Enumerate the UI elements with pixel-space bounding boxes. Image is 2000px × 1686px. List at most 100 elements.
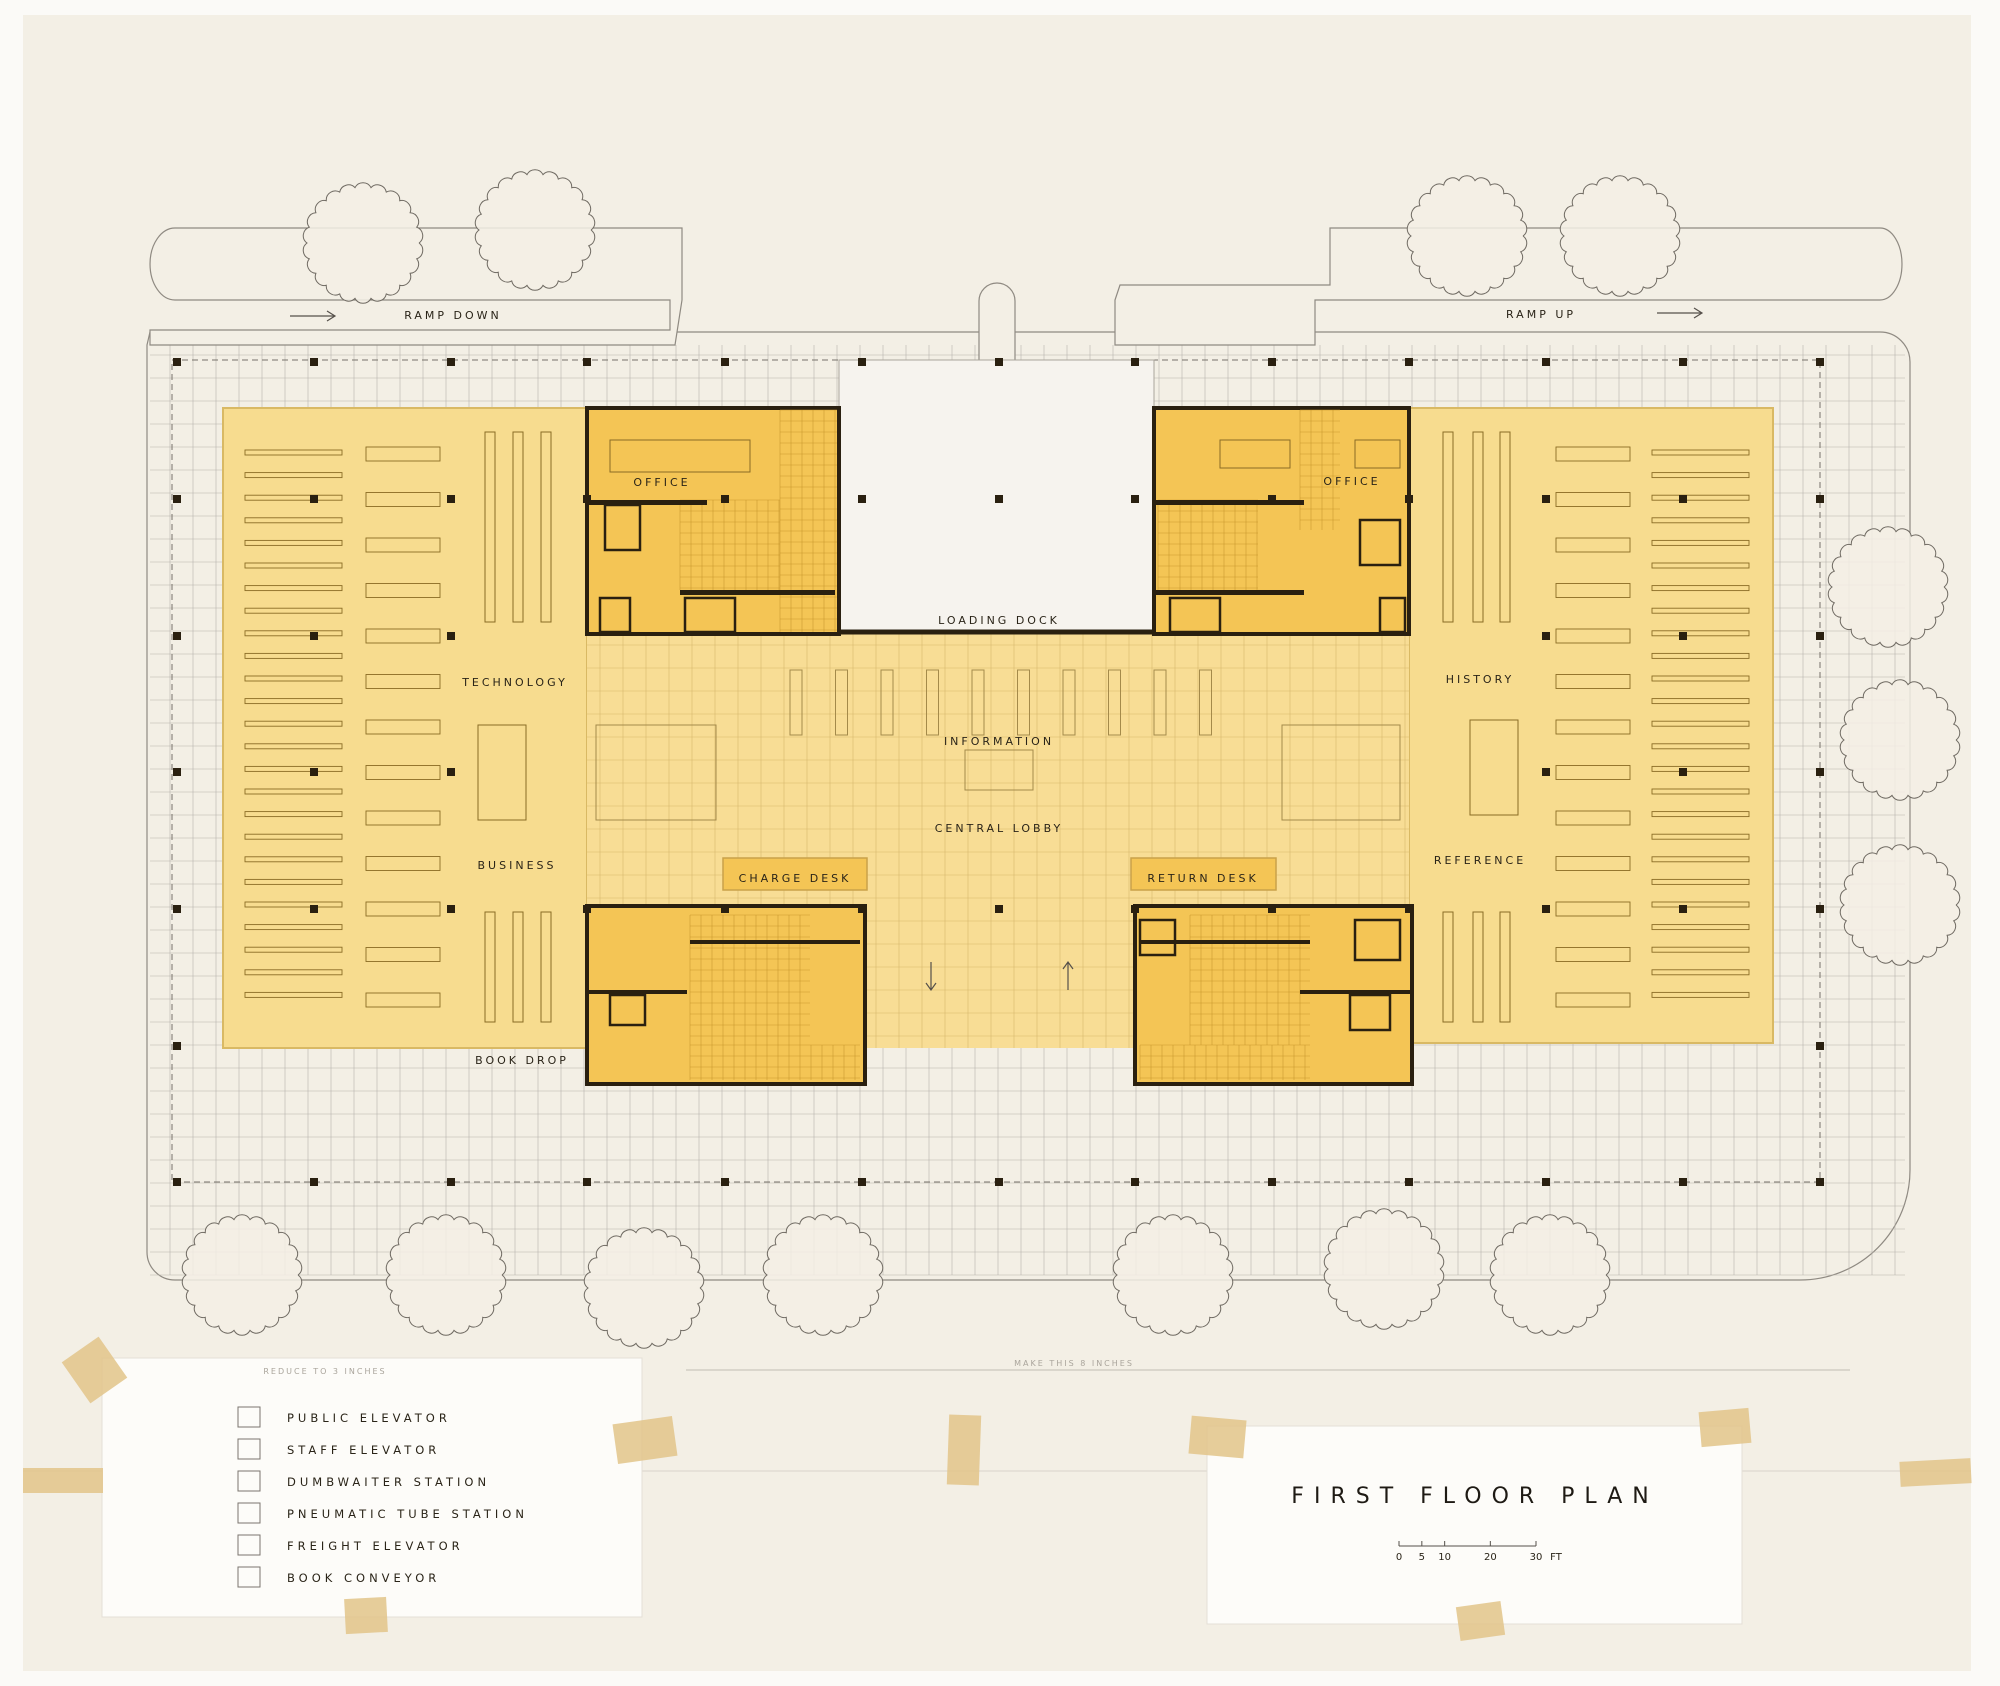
tree-icon [1112,1214,1234,1336]
reading-table [365,537,441,553]
book-stack [1651,811,1750,818]
tree-icon [1839,679,1961,801]
display-case [1017,669,1030,736]
reading-table [1555,901,1631,917]
tree-icon [302,182,424,304]
legend-label: PUBLIC ELEVATOR [287,1411,451,1425]
book-stack [244,969,343,976]
tree-icon [1559,175,1681,297]
column-icon [1268,495,1276,503]
tree-icon [181,1214,303,1336]
book-stack [244,856,343,863]
book-stack [1651,607,1750,614]
wall [1140,940,1310,944]
label-office-left: OFFICE [633,476,690,489]
legend-item: BOOK CONVEYOR [237,1566,440,1588]
column-icon [1405,358,1413,366]
conference-table [609,439,751,473]
column-icon [1816,358,1824,366]
book-stack [1651,833,1750,840]
label-book-drop: BOOK DROP [475,1054,569,1067]
tree-icon [583,1227,705,1349]
scale-tick-label: 20 [1484,1552,1497,1563]
book-stack [244,878,343,885]
arrow-right-icon [290,310,337,322]
charge-desk[interactable] [722,857,868,891]
label-ramp-down: RAMP DOWN [404,309,502,322]
book-stack [484,431,496,623]
column-icon [173,632,181,640]
reading-table [365,628,441,644]
legend-swatch [237,1534,261,1556]
elevator [1168,596,1222,634]
catalog [1469,719,1519,816]
reading-table [1555,856,1631,871]
book-stack [540,911,552,1023]
column-icon [447,768,455,776]
elevator [1348,993,1392,1032]
scale-tick-label: 30 [1530,1552,1543,1563]
column-icon [310,768,318,776]
elevator [1378,596,1407,634]
book-stack [1651,630,1750,637]
book-stack [244,743,343,750]
book-stack [244,517,343,524]
reading-table [1555,492,1631,507]
book-stack [1651,856,1750,863]
column-icon [1816,1178,1824,1186]
legend-note: REDUCE TO 3 INCHES [263,1367,386,1376]
book-stack [1651,901,1750,908]
book-stack [1651,449,1750,456]
elevator [1353,918,1402,962]
display-case [835,669,848,736]
legend-swatch [237,1438,261,1460]
wall [1300,990,1410,994]
book-stack [1651,788,1750,795]
reading-table [1555,446,1631,462]
reading-table [365,992,441,1008]
column-icon [995,495,1003,503]
book-stack [244,924,343,931]
book-stack [244,562,343,569]
core-details [587,409,1410,1080]
legend-label: BOOK CONVEYOR [287,1571,440,1585]
return-desk[interactable] [1130,857,1277,891]
book-stack [1651,698,1750,705]
book-stack [1499,911,1511,1023]
column-icon [173,1042,181,1050]
column-icon [173,495,181,503]
column-icon [173,905,181,913]
book-stack [1651,652,1750,659]
display-case [926,669,939,736]
legend-label: DUMBWAITER STATION [287,1475,490,1489]
column-icon [447,495,455,503]
legend-swatch [237,1406,261,1428]
column-icon [1131,358,1139,366]
book-stack [244,652,343,659]
wall [690,940,860,944]
book-stack [244,607,343,614]
reading-table [365,719,441,735]
scale-tick-label: 10 [1438,1552,1451,1563]
column-icon [1679,632,1687,640]
label-reference: REFERENCE [1434,854,1526,867]
tree-icon [1827,526,1949,648]
book-stack [1651,585,1750,592]
column-icon [310,905,318,913]
book-stack [244,811,343,818]
book-stack [244,698,343,705]
book-stack [1651,969,1750,976]
column-icon [1131,495,1139,503]
book-stack [244,901,343,908]
reading-table [1555,765,1631,780]
elevator [1358,518,1402,567]
mount-strip [23,1470,1971,1472]
column-icon [583,1178,591,1186]
book-stack [1651,924,1750,931]
column-icon [447,632,455,640]
book-stack [244,449,343,456]
legend-item: STAFF ELEVATOR [237,1438,436,1460]
elevator [1138,918,1177,957]
reading-area [595,724,717,821]
